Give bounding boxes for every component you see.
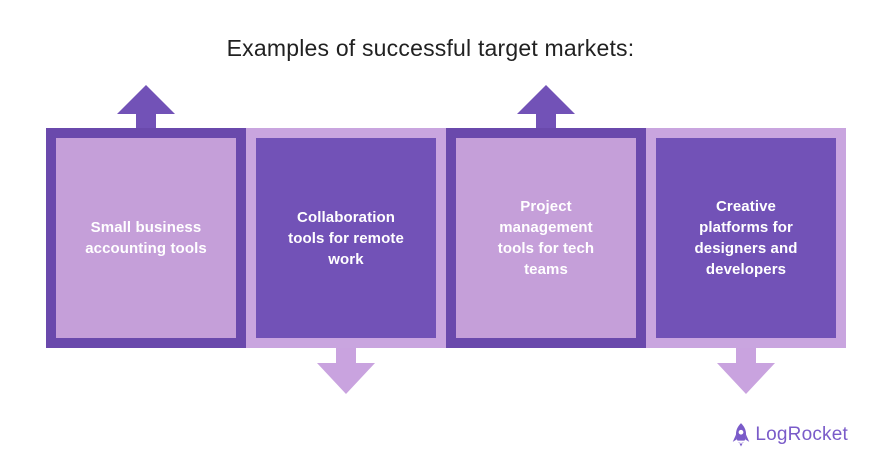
down-arrow-icon [717,348,775,394]
box-collaboration-tools: Collaboration tools for remote work [246,128,446,348]
box-project-management: Project management tools for tech teams [446,128,646,348]
up-arrow-icon [117,85,175,128]
box-small-business-accounting: Small business accounting tools [46,128,246,348]
page-title: Examples of successful target markets: [226,35,635,61]
box-label: Collaboration tools for remote work [288,208,404,268]
rocket-icon [733,423,750,447]
box-label: Creative platforms for designers and dev… [694,198,798,278]
down-arrow-icon [317,348,375,394]
logrocket-logo: LogRocket [730,421,848,449]
box-creative-platforms: Creative platforms for designers and dev… [646,128,846,348]
logrocket-wordmark: LogRocket [755,424,848,445]
box-label: Small business accounting tools [85,219,207,257]
box-label: Project management tools for tech teams [497,198,595,278]
up-arrow-icon [517,85,575,128]
